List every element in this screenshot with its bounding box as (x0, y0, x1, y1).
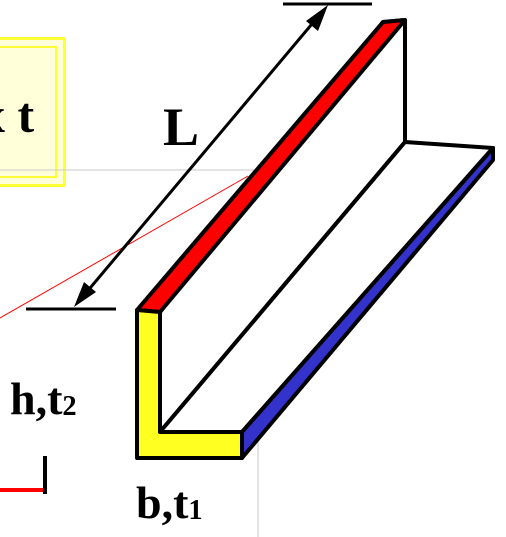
arrowhead-top (306, 5, 328, 31)
label-height-thickness: h,t2 (10, 376, 77, 422)
formula-text-partial: x t (0, 87, 35, 143)
formula-box (0, 37, 66, 187)
label-height-main: h,t (10, 373, 63, 424)
arrowhead-bottom (74, 282, 96, 307)
label-length: L (163, 97, 200, 157)
formula-box-inner-border (0, 46, 57, 178)
cross-section (135, 308, 244, 460)
label-width-main: b,t (136, 477, 189, 528)
dimension-line-L (78, 11, 324, 301)
label-width-subscript: 1 (188, 495, 203, 527)
label-width-thickness: b,t1 (136, 480, 203, 526)
label-height-subscript: 2 (62, 391, 77, 423)
